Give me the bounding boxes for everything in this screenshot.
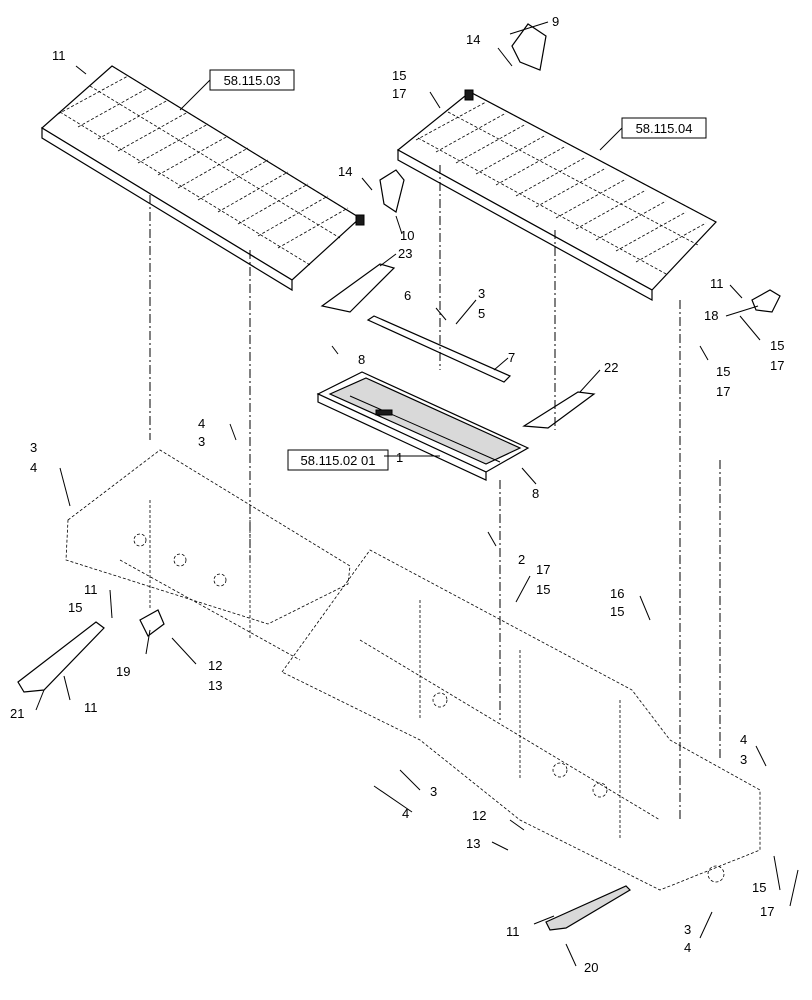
center-deck-1 bbox=[316, 371, 530, 481]
ref-box-right-canvas: 58.115.04 bbox=[599, 117, 707, 151]
callout-3: 3 bbox=[478, 286, 485, 301]
callout-15: 15 bbox=[716, 364, 730, 379]
ref-left-canvas-label: 58.115.03 bbox=[224, 73, 281, 88]
callout-17: 17 bbox=[392, 86, 406, 101]
callout-15: 15 bbox=[68, 600, 82, 615]
callout-6: 6 bbox=[404, 288, 411, 303]
callout-10: 10 bbox=[400, 228, 414, 243]
callout-4: 4 bbox=[684, 940, 691, 955]
callout-20: 20 bbox=[584, 960, 598, 975]
leader-lines bbox=[35, 21, 799, 967]
callout-3: 3 bbox=[430, 784, 437, 799]
callout-17: 17 bbox=[716, 384, 730, 399]
callout-15: 15 bbox=[770, 338, 784, 353]
callout-15: 15 bbox=[752, 880, 766, 895]
callout-13: 13 bbox=[208, 678, 222, 693]
callout-22: 22 bbox=[604, 360, 618, 375]
callout-11: 11 bbox=[710, 276, 724, 291]
bracket-18 bbox=[751, 289, 781, 313]
divider-21 bbox=[17, 621, 105, 693]
callout-12: 12 bbox=[208, 658, 222, 673]
callout-11: 11 bbox=[84, 700, 98, 715]
callout-17: 17 bbox=[760, 904, 774, 919]
callout-12: 12 bbox=[472, 808, 486, 823]
ref-box-left-canvas: 58.115.03 bbox=[179, 69, 295, 111]
bracket-19 bbox=[139, 609, 165, 637]
callout-18: 18 bbox=[704, 308, 718, 323]
ref-center-deck-label: 58.115.02 01 bbox=[301, 453, 376, 468]
callout-23: 23 bbox=[398, 246, 412, 261]
callout-2: 2 bbox=[518, 552, 525, 567]
callout-15: 15 bbox=[610, 604, 624, 619]
callout-17: 17 bbox=[536, 562, 550, 577]
callout-11: 11 bbox=[52, 48, 66, 63]
callout-7: 7 bbox=[508, 350, 515, 365]
callout-5: 5 bbox=[478, 306, 485, 321]
callout-8: 8 bbox=[532, 486, 539, 501]
left-frame bbox=[65, 449, 351, 661]
callout-14: 14 bbox=[338, 164, 352, 179]
callout-numbers: 9 14 11 15 17 14 10 23 6 3 5 8 7 22 1 8 … bbox=[10, 14, 784, 975]
callout-8: 8 bbox=[358, 352, 365, 367]
callout-3: 3 bbox=[740, 752, 747, 767]
callout-16: 16 bbox=[610, 586, 624, 601]
callout-13: 13 bbox=[466, 836, 480, 851]
rod-7 bbox=[366, 315, 512, 383]
right-frame bbox=[281, 549, 761, 891]
callout-19: 19 bbox=[116, 664, 130, 679]
ref-right-canvas-label: 58.115.04 bbox=[636, 121, 693, 136]
cover-10 bbox=[379, 169, 405, 213]
callout-15: 15 bbox=[536, 582, 550, 597]
ref-box-center-deck: 58.115.02 01 bbox=[287, 449, 389, 471]
divider-20 bbox=[545, 885, 631, 931]
callout-11: 11 bbox=[84, 582, 98, 597]
callout-3: 3 bbox=[198, 434, 205, 449]
callout-4: 4 bbox=[740, 732, 747, 747]
callout-4: 4 bbox=[402, 806, 409, 821]
callout-9: 9 bbox=[552, 14, 559, 29]
left-draper-canvas bbox=[40, 65, 365, 292]
callout-4: 4 bbox=[30, 460, 37, 475]
callout-3: 3 bbox=[30, 440, 37, 455]
callout-21: 21 bbox=[10, 706, 24, 721]
callout-3: 3 bbox=[684, 922, 691, 937]
alignment-lines bbox=[149, 165, 721, 820]
callout-11: 11 bbox=[506, 924, 520, 939]
deflector-22 bbox=[522, 391, 596, 429]
callout-17: 17 bbox=[770, 358, 784, 373]
callout-4: 4 bbox=[198, 416, 205, 431]
deflector-23 bbox=[320, 263, 396, 313]
right-draper-canvas bbox=[396, 89, 717, 302]
callout-15: 15 bbox=[392, 68, 406, 83]
callout-14: 14 bbox=[466, 32, 480, 47]
cover-9 bbox=[511, 23, 547, 71]
callout-1: 1 bbox=[396, 450, 403, 465]
